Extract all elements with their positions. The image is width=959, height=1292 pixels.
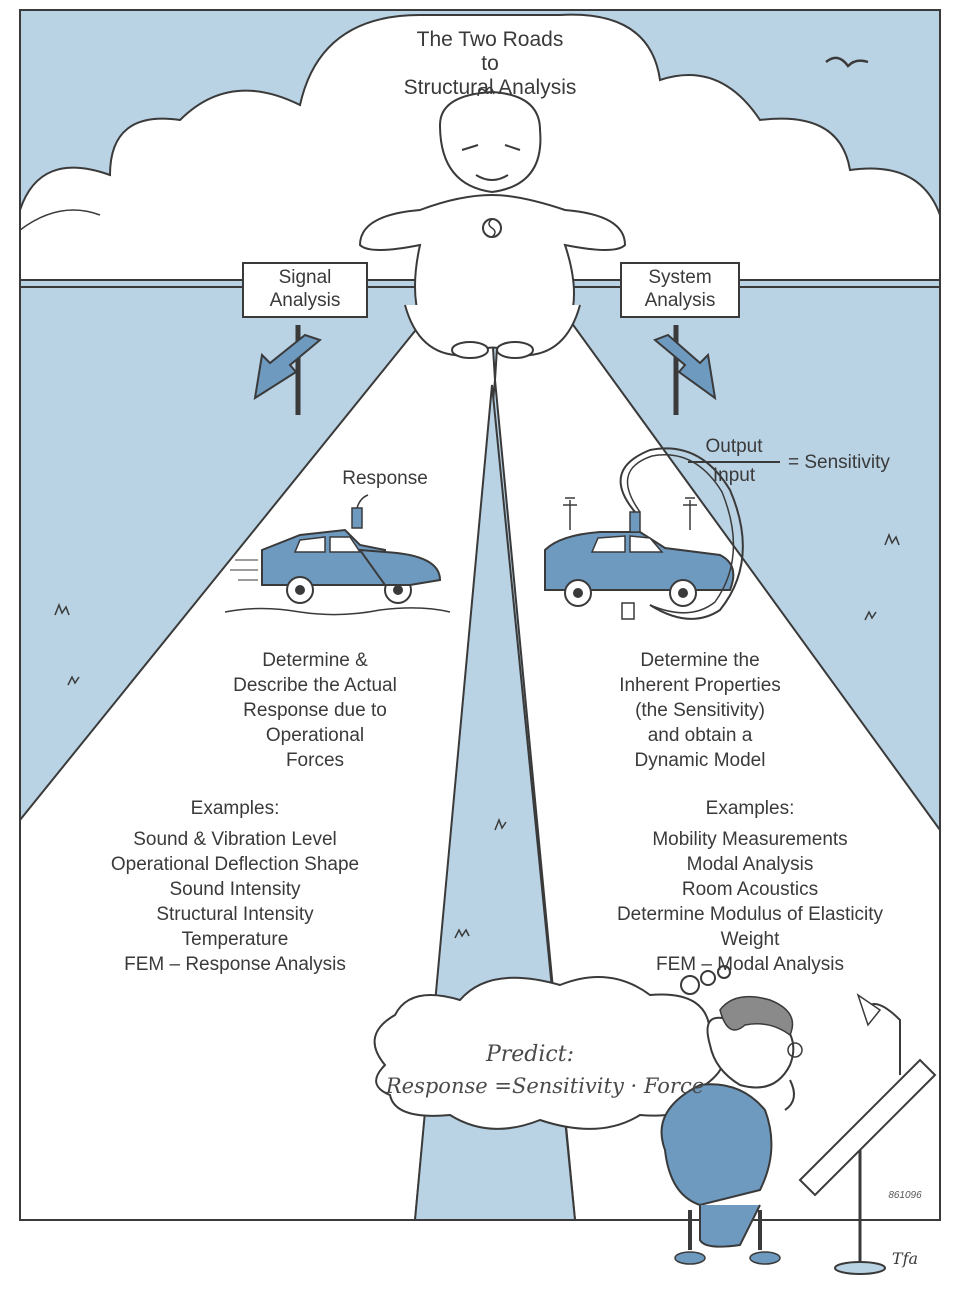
left-examples: Examples: Sound & Vibration Level Operat…: [50, 796, 420, 978]
left-example-item: Temperature: [181, 929, 289, 951]
right-example-item: FEM – Modal Analysis: [656, 954, 844, 976]
right-example-item: Modal Analysis: [686, 854, 814, 876]
right-car: [544, 497, 735, 620]
measurement-cable: [619, 447, 744, 620]
left-example-item: Sound Intensity: [169, 879, 301, 901]
drafting-table: [798, 993, 937, 1275]
left-arrow-icon: [253, 333, 323, 401]
predict-equation: Response =Sensitivity · Force: [385, 1074, 705, 1098]
left-desc-line-2: Describe the Actual: [233, 675, 397, 697]
artist-signature: Tfa: [891, 1249, 919, 1268]
left-desc-line-5: Forces: [285, 750, 345, 772]
signal-analysis-sign: Signal Analysis: [242, 262, 368, 318]
right-examples-heading: Examples:: [705, 798, 795, 819]
left-description: Determine & Describe the Actual Response…: [190, 648, 440, 773]
right-example-item: Determine Modulus of Elasticity: [616, 904, 884, 926]
left-example-item: Operational Deflection Shape: [110, 854, 360, 876]
right-arrow-icon: [653, 333, 717, 401]
right-desc-line-1: Determine the: [640, 650, 760, 671]
signal-sign-line-1: Signal: [278, 267, 332, 288]
left-car: [224, 494, 451, 616]
page-title: The Two Roads to Structural Analysis: [340, 28, 640, 100]
formula-numerator: Output: [705, 436, 763, 457]
left-example-item: FEM – Response Analysis: [124, 954, 346, 976]
right-example-item: Mobility Measurements: [652, 829, 848, 851]
left-desc-line-3: Response due to: [243, 700, 387, 722]
signal-sign-line-2: Analysis: [269, 289, 341, 311]
right-desc-line-3: (the Sensitivity): [635, 700, 765, 722]
system-sign-line-1: System: [648, 267, 712, 288]
seagull-icon: [825, 56, 869, 68]
figure-number: 861096: [888, 1190, 922, 1201]
right-example-item: Room Acoustics: [681, 879, 819, 901]
title-line-2: to: [481, 52, 499, 76]
right-desc-line-4: and obtain a: [647, 725, 753, 747]
predict-heading: Predict:: [485, 1042, 575, 1067]
system-sign-line-2: Analysis: [644, 289, 716, 311]
grass-tufts: [54, 532, 900, 939]
right-description: Determine the Inherent Properties (the S…: [585, 648, 815, 773]
left-desc-line-4: Operational: [265, 725, 365, 747]
title-line-1: The Two Roads: [416, 28, 564, 51]
right-desc-line-2: Inherent Properties: [619, 675, 781, 697]
right-examples: Examples: Mobility Measurements Modal An…: [560, 796, 940, 978]
left-cloud-edge: [19, 209, 101, 231]
left-desc-line-1: Determine &: [262, 650, 368, 671]
thinker-figure: [660, 995, 803, 1265]
title-line-3: Structural Analysis: [403, 76, 577, 100]
response-label: Response: [342, 468, 428, 489]
left-examples-heading: Examples:: [190, 798, 280, 819]
formula-denominator: Input: [712, 465, 756, 486]
left-example-item: Structural Intensity: [156, 904, 314, 926]
formula-result: = Sensitivity: [788, 452, 890, 473]
system-analysis-sign: System Analysis: [620, 262, 740, 318]
left-example-item: Sound & Vibration Level: [133, 829, 337, 851]
right-desc-line-5: Dynamic Model: [634, 750, 766, 772]
guru-figure: [358, 86, 627, 359]
right-example-item: Weight: [720, 929, 780, 951]
